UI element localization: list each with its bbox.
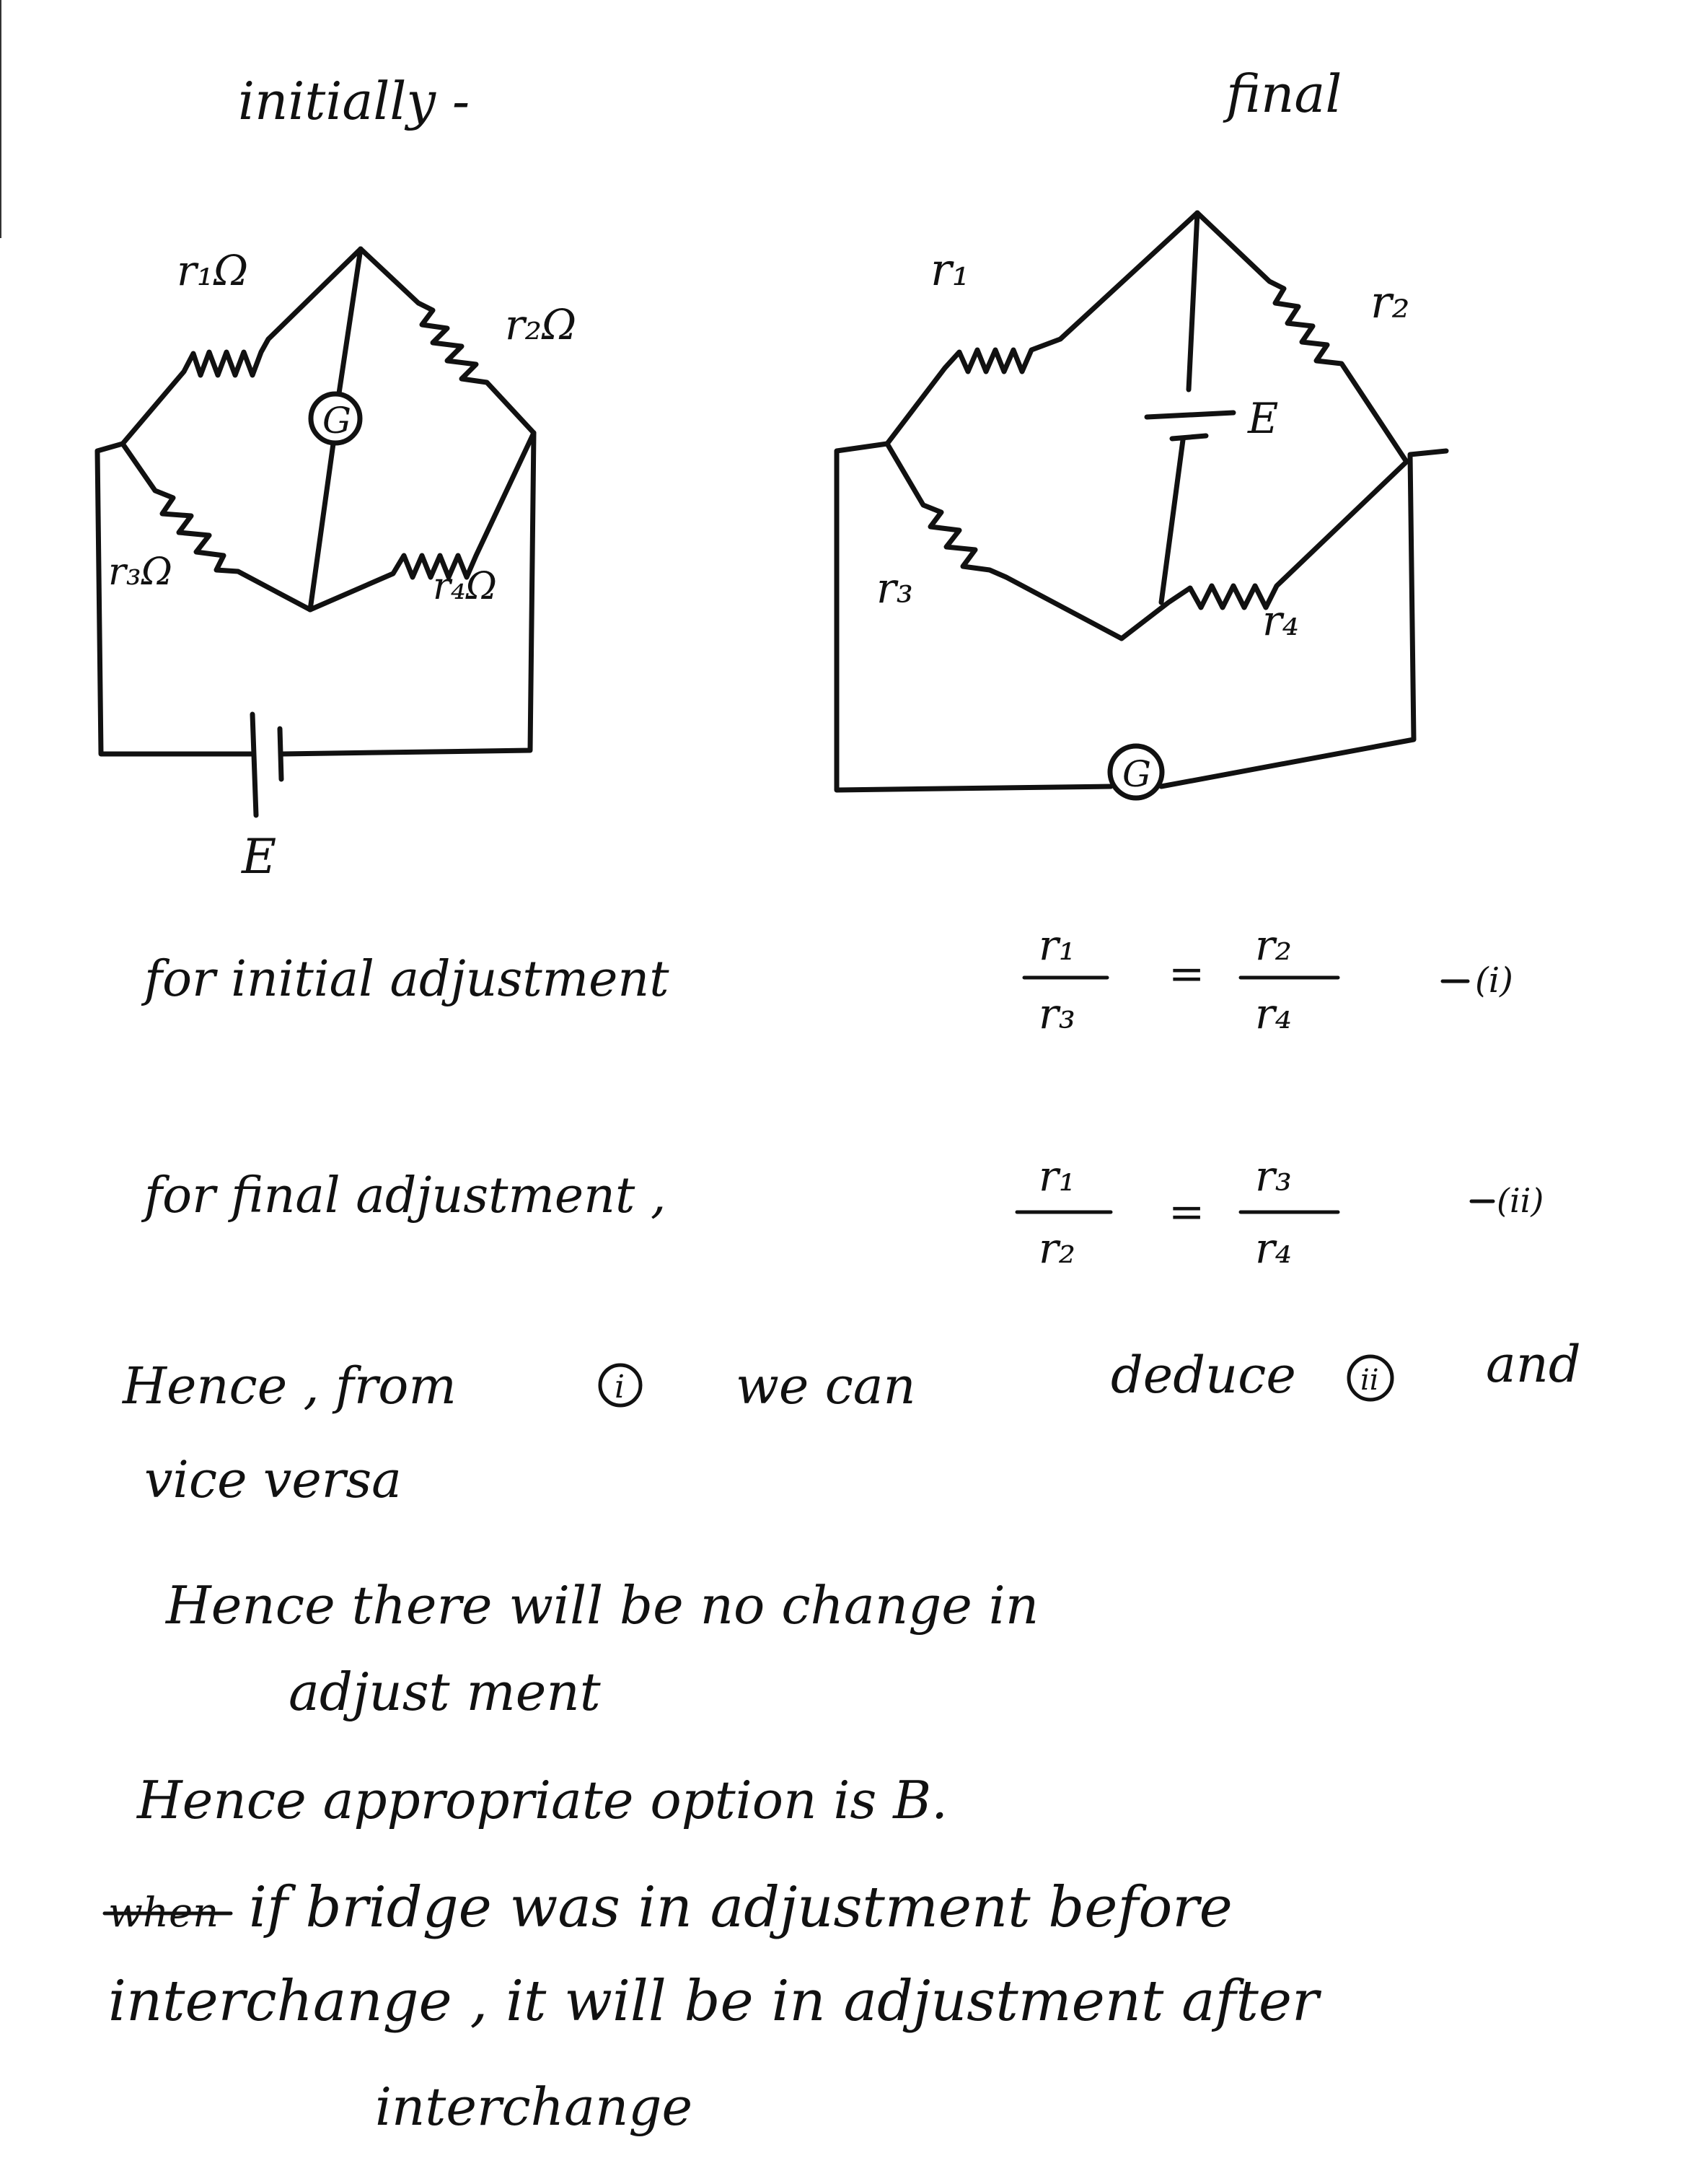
final-battery-plate-long — [1144, 410, 1236, 420]
initial-battery-plate-long — [250, 711, 259, 818]
deduction-line: Hence , from i we can deduce ii and — [121, 1335, 1581, 1416]
initial-label-r1: r₁Ω — [177, 246, 248, 295]
and-text: and — [1486, 1335, 1581, 1394]
final-label-r1: r₁ — [930, 243, 970, 296]
initial-bridge-circuit: G E r₁Ω r₂Ω r₃Ω r₄Ω — [94, 246, 576, 885]
final-galvanometer — [1107, 743, 1165, 801]
conclusion-line-1: if bridge was in adjustment before — [249, 1875, 1233, 1940]
initial-galvanometer-label: G — [322, 400, 351, 442]
conclusion-line-2: interchange , it will be in adjustment a… — [108, 1969, 1322, 2034]
heading-final: final — [1223, 63, 1342, 124]
final-resistor-r4 — [1119, 459, 1409, 641]
heading-initially: initially - — [238, 71, 470, 131]
circle-ref-i — [598, 1363, 643, 1408]
initial-resistor-r1 — [120, 246, 364, 447]
eq1-equals: = — [1168, 949, 1205, 999]
initial-label-r4: r₄Ω — [433, 565, 497, 608]
final-battery-wire — [1158, 210, 1200, 605]
initial-battery-plate-short — [277, 726, 284, 782]
deduce-text: deduce — [1111, 1346, 1296, 1405]
conclusion-first-line: when if bridge was in adjustment before — [102, 1875, 1233, 1940]
page-margin-line — [0, 0, 1, 238]
circle-ref-ii-label: ii — [1360, 1364, 1379, 1397]
final-battery-plate-short — [1169, 433, 1209, 442]
hence-from-text: Hence , from — [121, 1356, 457, 1416]
equation-initial: for initial adjustment r₁ r₃ = r₂ r₄ (i) — [141, 921, 1513, 1038]
no-change-line-1: Hence there will be no change in — [164, 1575, 1039, 1636]
no-change-line-2: adjust ment — [289, 1662, 602, 1722]
initial-galvanometer — [308, 391, 363, 446]
initial-label-r2: r₂Ω — [505, 300, 576, 349]
final-resistor-r3 — [884, 441, 1124, 641]
vice-versa-text: vice versa — [144, 1450, 402, 1509]
eq2-rhs-numerator: r₃ — [1255, 1151, 1292, 1201]
final-label-r3: r₃ — [876, 563, 913, 613]
conclusion-line-3: interchange — [375, 2076, 692, 2137]
eq2-rhs-denominator: r₄ — [1255, 1224, 1292, 1273]
we-can-text: we can — [736, 1356, 916, 1416]
initial-label-r3: r₃Ω — [108, 550, 172, 594]
eq2-lhs-numerator: r₁ — [1039, 1151, 1075, 1201]
final-galvanometer-label: G — [1122, 753, 1151, 795]
final-label-r4: r₄ — [1262, 596, 1299, 645]
initial-resistor-r3 — [120, 441, 313, 613]
eq2-tag: (ii) — [1497, 1181, 1544, 1220]
equation-initial-label: for initial adjustment — [141, 951, 669, 1008]
final-resistor-r2 — [1194, 210, 1409, 465]
eq2-equals: = — [1168, 1187, 1205, 1237]
circle-ref-ii — [1347, 1354, 1394, 1402]
initial-battery-label: E — [241, 829, 276, 885]
initial-resistor-r2 — [358, 246, 537, 436]
final-battery-label: E — [1247, 394, 1278, 443]
eq1-rhs-denominator: r₄ — [1255, 989, 1292, 1038]
final-resistor-r1 — [884, 210, 1200, 447]
circle-ref-i-label: i — [615, 1369, 625, 1405]
final-label-r2: r₂ — [1370, 276, 1410, 328]
final-bridge-circuit: E G r₁ r₂ r₃ r₄ — [834, 210, 1449, 801]
eq1-rhs-numerator: r₂ — [1255, 921, 1292, 970]
equation-final-label: for final adjustment , — [141, 1167, 666, 1224]
eq1-tag: (i) — [1475, 960, 1513, 1001]
equation-final: for final adjustment , r₁ r₂ = r₃ r₄ (ii… — [141, 1151, 1544, 1273]
eq2-lhs-denominator: r₂ — [1039, 1224, 1075, 1273]
eq1-lhs-denominator: r₃ — [1039, 989, 1075, 1038]
eq1-lhs-numerator: r₁ — [1039, 921, 1075, 970]
initial-galvanometer-wire — [307, 246, 364, 613]
option-line: Hence appropriate option is B. — [136, 1770, 948, 1830]
initial-battery-loop — [94, 430, 537, 757]
initial-resistor-r4 — [307, 430, 537, 613]
final-galvanometer-loop — [834, 441, 1449, 793]
